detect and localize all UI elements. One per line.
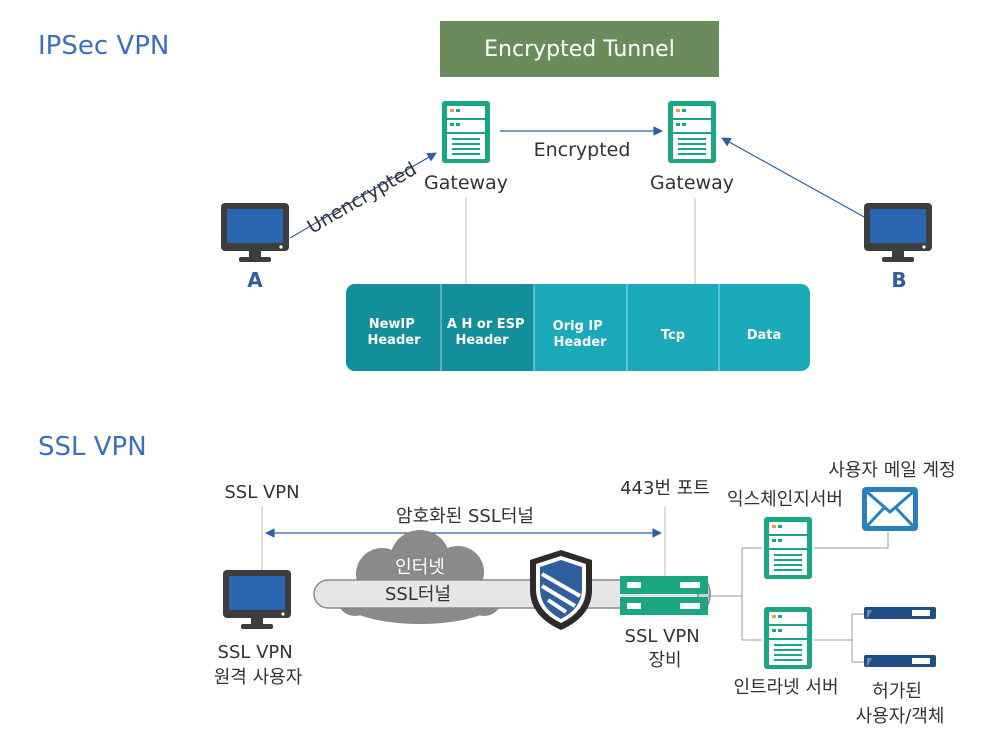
internet-label: 인터넷 [395,557,445,578]
remote-user-label: SSL VPN 원격 사용자 [214,642,303,688]
gateway-right-label: Gateway [650,172,734,194]
mail-envelope-icon [862,487,918,531]
ssl-title: SSL VPN [38,432,147,462]
server-connections [708,532,889,663]
authorized-device-icon [864,607,936,619]
ipsec-title: IPSec VPN [38,31,169,61]
security-shield-icon [530,550,592,630]
intranet-server-label: 인트라넷 서버 [733,677,838,698]
ssl-vpn-device-icon [620,576,708,615]
device-label: SSL VPN 장비 [625,626,706,671]
port-label: 443번 포트 [620,478,710,499]
exchange-server-icon [764,517,812,579]
host-b-label: B [891,268,906,292]
banner-label: Encrypted Tunnel [484,37,675,62]
packet-cell-ah-esp: A H or ESP Header [447,317,529,348]
tunnel-caption: 암호화된 SSL터널 [396,506,534,527]
unencrypted-label: Unencrypted [304,158,421,238]
packet-cell-orig-ip: Orig IP Header [553,319,608,350]
tunnel-label: SSL터널 [385,584,451,605]
gateway-left-label: Gateway [424,172,508,194]
intranet-server-icon [764,607,812,669]
host-a-label: A [247,268,263,292]
mail-account-label: 사용자 메일 계정 [828,460,955,481]
gateway-right-server-icon [668,101,716,163]
encrypted-tunnel-banner: Encrypted Tunnel [440,21,719,77]
exchange-server-label: 익스체인지서버 [727,489,843,510]
host-b-monitor-icon [864,203,932,262]
packet-cell-tcp: Tcp [661,328,685,343]
packet-cell-data: Data [747,328,782,343]
ssl-vpn-top-label: SSL VPN [224,482,299,503]
host-a-monitor-icon [221,203,289,262]
remote-user-monitor-icon [223,570,291,629]
ipsec-packet: NewIP Header A H or ESP Header Orig IP H… [346,284,810,371]
gateway-left-server-icon [442,101,490,163]
authorized-label: 허가된 사용자/객체 [856,681,945,727]
encrypted-label: Encrypted [534,139,631,161]
authorized-device-icon [864,655,936,667]
unencrypted-arrow [289,152,437,239]
packet-cell-newip: NewIP Header [367,317,421,348]
host-b-arrow [721,137,867,219]
